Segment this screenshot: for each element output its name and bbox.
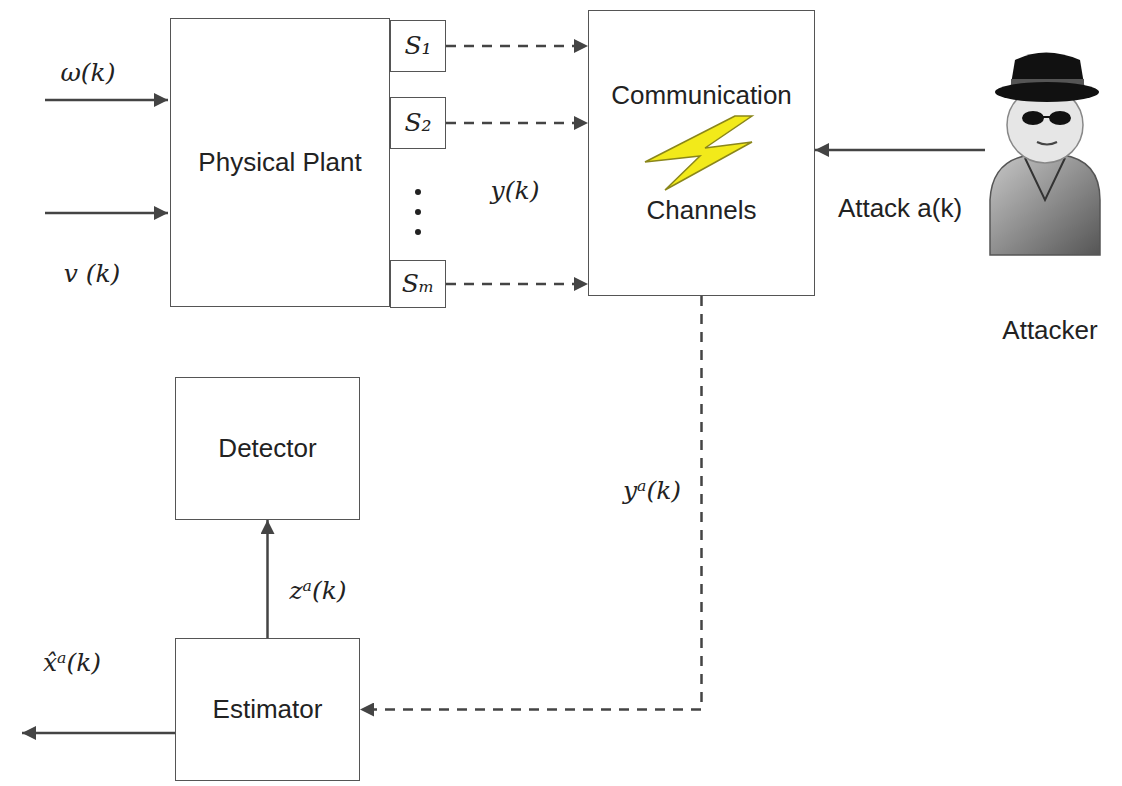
sunglass-bridge [1043,116,1050,118]
node-label: Communication Channels [602,38,802,268]
sunglass-lens [1022,111,1044,125]
plant-box: Physical Plant [170,18,390,307]
signal-arrow [446,283,588,286]
node-label: S₁ [404,31,431,61]
attacker-node: Attacker [985,40,1115,350]
attacker-body [990,155,1100,255]
node-label: Detector [218,433,316,464]
edge-label: Attack a(k) [836,193,964,224]
estimator-box: Estimator [175,638,360,781]
signal-arrow [360,296,702,710]
input-arrow [45,212,168,215]
signal-label: x̂ᵃ(k) [41,648,103,677]
ellipsis-dot [415,209,421,215]
detector-box: Detector [175,377,360,520]
attacker-figure [990,53,1100,256]
node-label: S₂ [404,108,431,138]
sunglass-lens [1049,111,1071,125]
node-label: Estimator [213,694,323,725]
signal-label: ω(k) [58,58,117,87]
input-arrow [45,99,168,102]
ellipsis-dot [415,189,421,195]
node-label: Physical Plant [198,147,361,178]
attacker-collar [1025,158,1065,200]
signal-arrow [815,149,985,152]
edge-label: zᵃ(k) [287,576,348,605]
ellipsis-dot [415,229,421,235]
edge-label: yᵃ(k) [621,476,683,505]
node-label: Attacker [1002,315,1097,346]
channel-box: Communication Channels [588,10,815,296]
node-label: Sₘ [402,269,434,299]
attacker-mouth [1037,142,1057,145]
signal-label: v (k) [62,259,123,288]
signal-arrow [446,122,588,125]
sensor-box: Sₘ [390,260,446,308]
lightning-bolt [645,116,752,190]
output-arrow [22,732,175,735]
signal-arrow [446,45,588,48]
sensor-box: S₁ [390,20,446,72]
signal-arrow [266,520,269,638]
hat-brim [995,82,1099,102]
sensor-box: S₂ [390,97,446,149]
signal-label: y(k) [489,176,542,205]
